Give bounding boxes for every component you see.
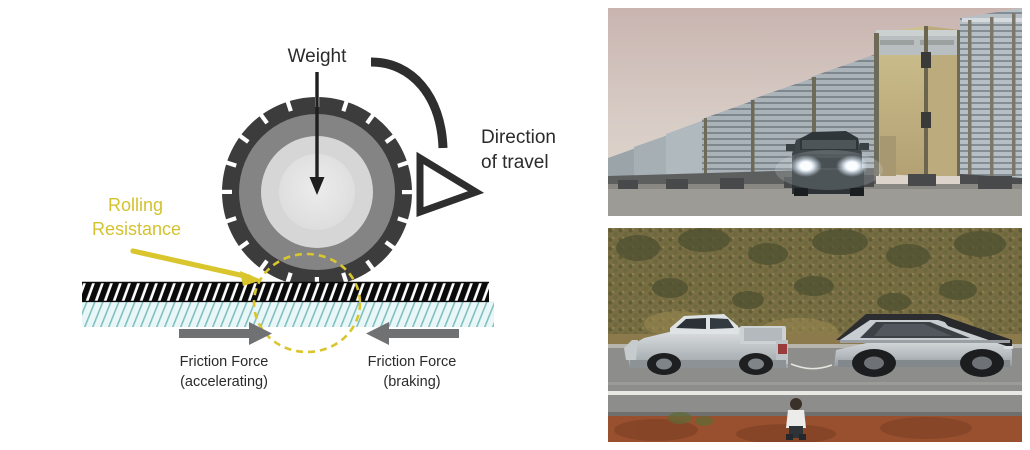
rolling-resistance-arrow xyxy=(130,248,262,286)
photo-truck-towing-train-image xyxy=(608,8,1022,216)
direction-of-travel-label-line2: of travel xyxy=(481,152,549,173)
road-surface xyxy=(82,281,494,327)
weight-label: Weight xyxy=(288,46,348,67)
silver-pickup xyxy=(624,314,788,375)
cybertruck xyxy=(834,314,1013,377)
lane-line xyxy=(608,391,1022,395)
tow-strap xyxy=(790,363,833,370)
photo-column xyxy=(600,0,1030,450)
photo-truck-towing-train xyxy=(608,8,1022,216)
friction-force-braking-arrow xyxy=(366,322,459,345)
direction-of-travel-label-line1: Direction xyxy=(481,127,556,148)
weight-arrow xyxy=(309,72,325,195)
friction-braking-label-line2: (braking) xyxy=(383,374,440,390)
rolling-resistance-label-line1: Rolling xyxy=(108,195,163,215)
lower-weeds xyxy=(668,412,713,426)
photo-cybertruck-tug-of-war xyxy=(608,228,1022,442)
railcar-center-tan xyxy=(874,26,962,176)
rolling-resistance-label-line2: Resistance xyxy=(92,219,181,239)
diagram-canvas: Weight Direction of travel Rolling Resis… xyxy=(82,46,556,390)
contact-patch-ellipse xyxy=(252,252,362,354)
person-bystander xyxy=(786,398,806,440)
friction-braking-label-line1: Friction Force xyxy=(368,354,457,370)
tire-tread-notches xyxy=(221,96,413,288)
rolling-resistance-diagram: Weight Direction of travel Rolling Resis… xyxy=(82,46,556,390)
pickup-truck xyxy=(786,131,869,196)
direction-of-travel-arrow xyxy=(370,57,485,217)
shrubs xyxy=(616,228,1006,311)
railcars-right xyxy=(960,8,1022,194)
friction-accelerating-label-line2: (accelerating) xyxy=(180,374,268,390)
road-pavement-hatch xyxy=(82,283,489,301)
friction-force-accelerating-arrow xyxy=(179,322,272,345)
road-subgrade-hatch xyxy=(82,301,494,327)
photo-cybertruck-tug-of-war-image xyxy=(608,228,1022,442)
friction-accelerating-label-line1: Friction Force xyxy=(180,354,269,370)
